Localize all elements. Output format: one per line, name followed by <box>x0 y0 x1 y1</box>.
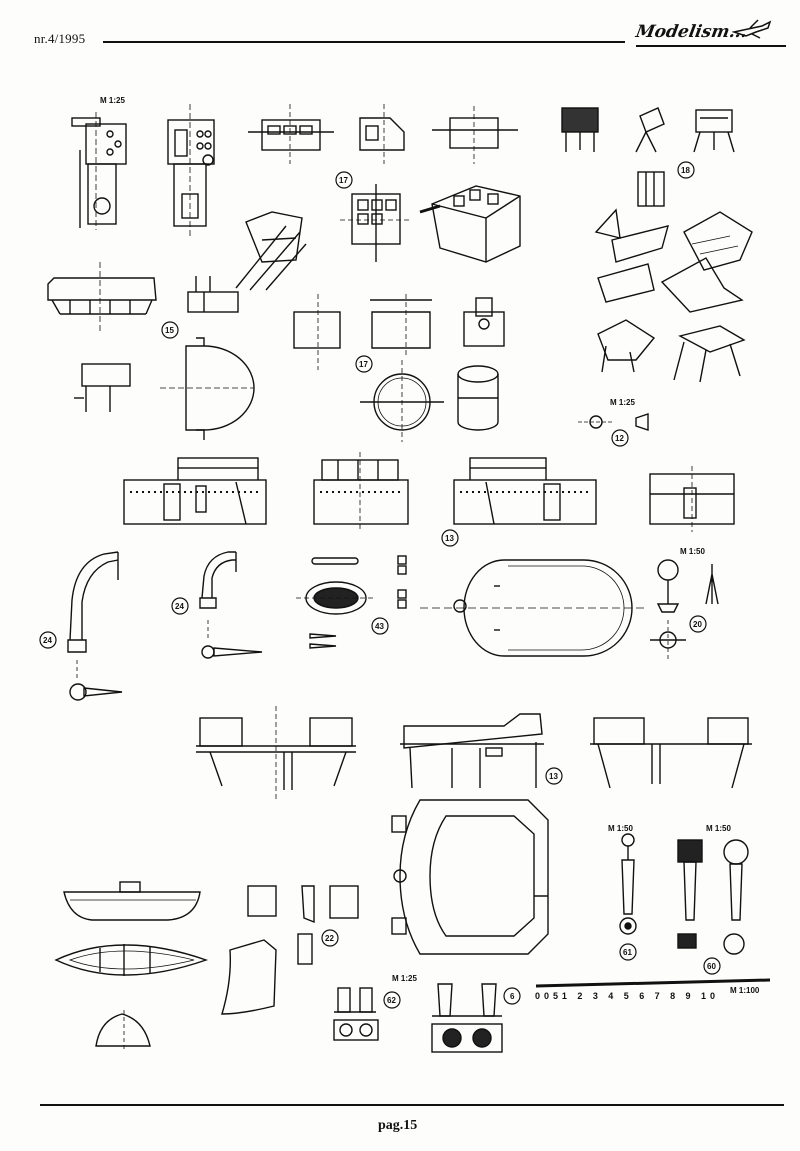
drawing-superstructure-3 <box>453 457 597 525</box>
part-number: 24 <box>175 602 184 611</box>
drawing-half-round-deck <box>160 337 255 440</box>
part-number: 22 <box>325 934 334 943</box>
drawing-stand-double <box>677 839 749 955</box>
part-number: 17 <box>339 176 348 185</box>
scale-label: M 1:25 <box>392 974 417 983</box>
scale-label: M 1:25 <box>100 96 125 105</box>
drawing-exploded-assembly <box>594 171 753 383</box>
scale-bar <box>535 978 771 988</box>
drawing-deck-sections <box>293 294 505 370</box>
drawing-round-platform <box>360 360 444 442</box>
scale-label: M 1:100 <box>730 986 760 995</box>
drawing-bench <box>74 363 131 412</box>
part-markers: 17 17 18 15 12 13 24 24 43 20 13 22 61 6… <box>39 161 721 1009</box>
drawing-cylinder-tank <box>457 365 499 431</box>
header-rule <box>103 41 625 43</box>
issue-number: nr.4/1995 <box>34 31 86 46</box>
airplane-logo-icon <box>732 19 772 39</box>
part-number: 12 <box>615 434 624 443</box>
drawing-superstructure-1 <box>123 457 267 525</box>
drawing-box-front <box>248 104 334 164</box>
part-number: 13 <box>445 534 454 543</box>
drawing-deckhouse-1 <box>196 706 356 800</box>
drawing-superstructure-4 <box>649 466 735 532</box>
part-number: 61 <box>623 948 632 957</box>
part-number: 18 <box>681 166 690 175</box>
scale-label: M 1:50 <box>706 824 731 833</box>
scale-label: M 1:50 <box>608 824 633 833</box>
drawing-liferaft <box>296 555 407 649</box>
part-number: 20 <box>693 620 702 629</box>
drawing-cabin-front <box>340 184 412 262</box>
drawing-lamp-post <box>650 559 719 660</box>
drawing-lifeboat <box>54 881 209 1052</box>
drawing-davit-small <box>199 551 263 659</box>
scale-label: M 1:50 <box>680 547 705 556</box>
part-number: 13 <box>549 772 558 781</box>
drawing-mast-side <box>71 112 127 230</box>
drawing-superstructure-2 <box>313 452 409 532</box>
drawing-bitts-large <box>431 983 503 1053</box>
drawing-deckhouse-3 <box>590 717 752 789</box>
drawing-railing-frame <box>235 211 307 291</box>
scale-bar-ticks: 0051 2 3 4 5 6 7 8 9 10 <box>535 991 715 1001</box>
drawing-c-shaped-deck <box>391 799 549 955</box>
part-number: 15 <box>165 326 174 335</box>
drawing-radar-side <box>635 107 665 153</box>
drawing-wing-rail <box>47 262 157 334</box>
page-number: pag.15 <box>378 1118 418 1133</box>
part-number: 6 <box>510 992 515 1001</box>
part-number: 62 <box>387 996 396 1005</box>
part-number: 43 <box>375 622 384 631</box>
drawing-cabin-iso <box>419 185 521 263</box>
drawing-radar-rear <box>693 109 735 153</box>
drawing-box-top <box>432 106 518 164</box>
scale-label: M 1:25 <box>610 398 635 407</box>
drawing-deck-plan-oval <box>420 559 648 657</box>
part-number: 17 <box>359 360 368 369</box>
drawing-light-fitting <box>578 413 649 431</box>
part-number: 24 <box>43 636 52 645</box>
drawing-wing-rail-side <box>187 276 239 313</box>
drawing-mast-front <box>167 104 215 236</box>
drawing-radar-front <box>561 107 599 152</box>
drawing-box-side <box>359 104 405 164</box>
drawing-stand-single <box>619 833 637 935</box>
drawing-deckhouse-2 <box>400 713 544 789</box>
part-number: 60 <box>707 962 716 971</box>
drawing-bitts-small <box>333 987 379 1041</box>
header-rule-short <box>636 45 786 47</box>
footer-rule <box>40 1104 784 1106</box>
drawing-panels <box>221 885 359 1015</box>
drawing-davit-large <box>67 551 123 701</box>
